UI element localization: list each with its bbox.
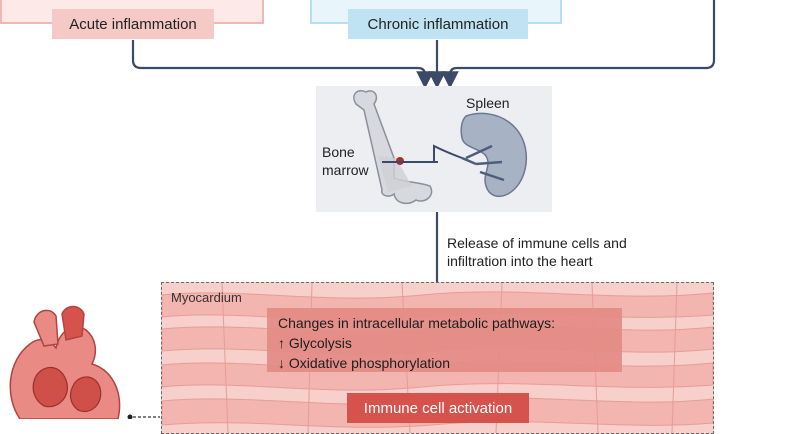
metabolic-pathway-text: Changes in intracellular metabolic pathw…: [278, 313, 555, 373]
right-source-to-organs-arrow: [441, 0, 716, 89]
organs-illustration: [353, 90, 527, 205]
spleen-icon: [460, 112, 527, 197]
myocardium-label: Myocardium: [171, 290, 242, 305]
bone-icon: [353, 90, 433, 205]
metabolic-pathway-box: [267, 308, 622, 372]
acute-to-organs-arrow: [131, 40, 434, 89]
bone-marrow-label-line1: Bone: [322, 144, 355, 160]
bone-marrow-label-line2: marrow: [322, 162, 369, 178]
chronic-inflammation-label: Chronic inflammation: [348, 9, 528, 39]
pathway-oxphos: ↓ Oxidative phosphorylation: [278, 355, 450, 371]
acute-inflammation-label: Acute inflammation: [52, 9, 214, 39]
spleen-label: Spleen: [466, 95, 510, 111]
pathway-glycolysis: ↑ Glycolysis: [278, 335, 352, 351]
release-label-line1: Release of immune cells and: [447, 235, 627, 251]
release-label-line2: infiltration into the heart: [447, 253, 593, 269]
immune-cell-activation-box: Immune cell activation: [347, 393, 529, 423]
pathway-title: Changes in intracellular metabolic pathw…: [278, 315, 556, 331]
heart-icon: [9, 305, 160, 419]
